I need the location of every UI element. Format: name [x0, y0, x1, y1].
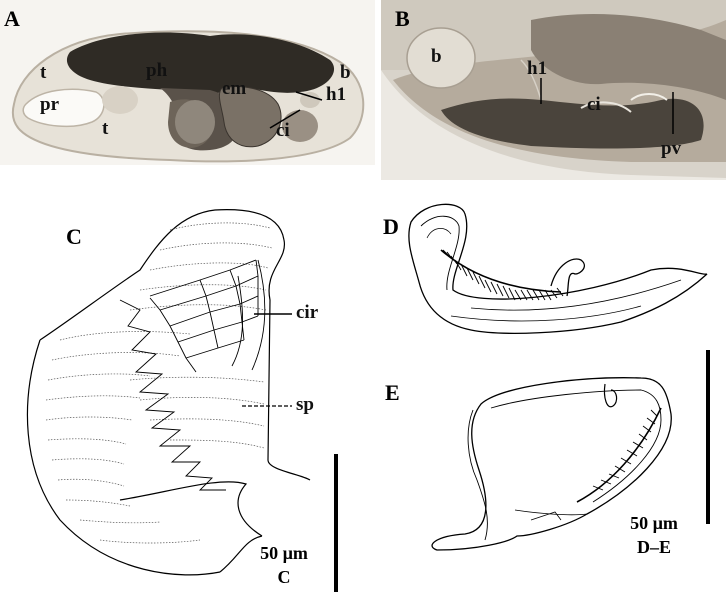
panel-e-letter: E: [385, 380, 400, 405]
label-b: b: [431, 46, 442, 67]
label-cir: cir: [296, 302, 319, 323]
panel-d-drawing: [408, 203, 708, 334]
scale-label-c-panel: C: [277, 567, 291, 587]
panel-c-drawing: [26, 209, 338, 592]
panel-a-letter: A: [4, 6, 20, 31]
panel-b-letter: B: [395, 6, 410, 31]
scale-label-c-value: 50 µm: [260, 543, 308, 563]
panel-b-micrograph: [381, 0, 726, 180]
panel-e-drawing: [431, 350, 710, 551]
label-em: em: [222, 78, 247, 99]
scale-label-de-value: 50 µm: [630, 513, 678, 533]
label-pr: pr: [40, 94, 59, 115]
panel-c: C cir sp 50 µm C: [0, 200, 375, 600]
label-ph: ph: [146, 60, 168, 81]
label-ci: ci: [276, 120, 290, 141]
panel-c-letter: C: [66, 224, 82, 249]
label-t-lower: t: [102, 118, 109, 139]
panel-b: B b h1 ci pv: [381, 0, 726, 180]
panel-e: E 50 µm D–E: [381, 350, 726, 600]
panel-d-letter: D: [383, 214, 399, 239]
scale-label-de-panel: D–E: [636, 537, 671, 557]
label-pv: pv: [661, 138, 682, 159]
label-ci: ci: [587, 94, 601, 115]
label-h1: h1: [326, 84, 347, 105]
label-sp: sp: [296, 394, 314, 415]
panel-a-micrograph: [0, 0, 375, 165]
panel-d: D: [381, 190, 726, 350]
label-h1: h1: [527, 58, 548, 79]
panel-a: A t ph pr t em b h1 ci: [0, 0, 375, 165]
label-t-upper: t: [40, 62, 47, 83]
label-b: b: [340, 62, 351, 83]
